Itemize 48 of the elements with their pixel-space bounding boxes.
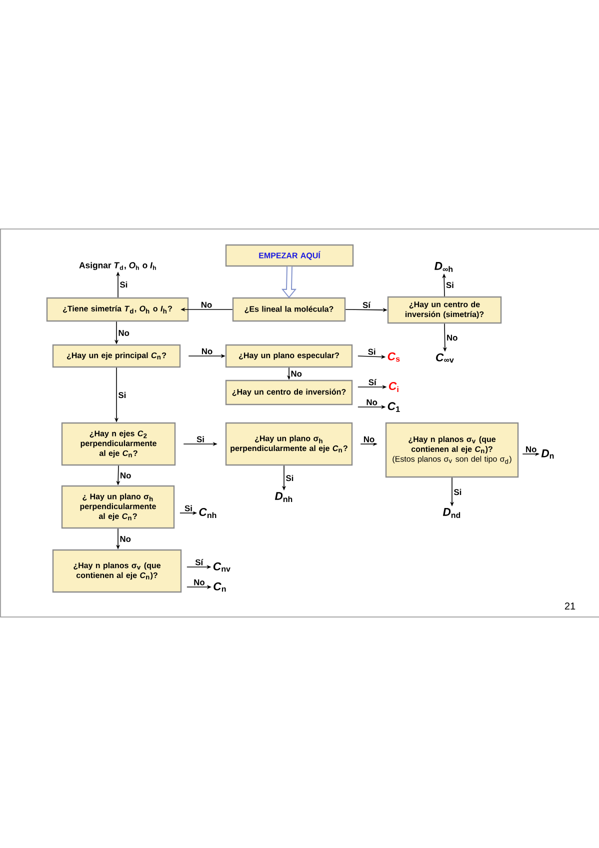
decision-box: ¿Hay un centro de inversión (simetría)?: [387, 296, 502, 324]
edge-label: No: [526, 446, 536, 452]
decision-box: ¿Hay n planos σ$_{v}$ (que contienen al eje C$_{n}$)?: [52, 549, 182, 593]
decision-box: ¿Hay n ejes C$_{2}$ perpendicularmente al eje C$_{n}$?: [61, 422, 176, 466]
point-group-label: C$_{s}$: [388, 352, 400, 362]
edge-label: No: [202, 348, 212, 354]
edge-label: Si: [184, 505, 192, 512]
edge-label: No: [364, 436, 374, 442]
edge-label: Si: [446, 282, 454, 288]
edge-label: Si: [368, 348, 376, 355]
edge-label: Si: [286, 474, 294, 482]
edge-label: Sí: [368, 379, 377, 386]
point-group-label: C$_{nh}$: [199, 508, 216, 518]
decision-box: ¿Hay un plano σ$_{h}$ perpendicularmente al eje C$_{n}$?: [225, 422, 353, 466]
point-group-label: C$_{i}$: [388, 382, 398, 392]
arrow: [282, 266, 296, 298]
start-box: EMPEZAR AQUÍ: [225, 244, 354, 267]
point-group-label: D$_{nd}$: [442, 508, 460, 518]
point-group-label: C$_{nv}$: [213, 562, 230, 572]
edge-label: No: [366, 399, 378, 406]
decision-box: ¿Hay un eje principal C$_{n}$?: [52, 344, 181, 368]
decision-box: ¿Hay un centro de inversión?: [225, 380, 353, 406]
edge-label: Sí: [195, 559, 204, 566]
edge-label: Si: [118, 392, 126, 398]
instruction-text: Asignar T$_{d}$, O$_{h}$ o I$_{h}$: [79, 262, 156, 270]
edge-label: Si: [120, 281, 128, 288]
decision-box: ¿ Hay un plano σ$_{h}$ perpendicularmente al eje C$_{n}$?: [61, 485, 175, 529]
edge-label: No: [120, 472, 131, 478]
decision-box: ¿Hay n planos σ$_{v}$ (que contienen al eje C$_{n}$)? (Estos planos σ$_{v}$ son del tipo σ$_{d}$): [385, 422, 519, 478]
decision-box: ¿Tiene simetría T$_{d}$, O$_{h}$ o I$_{h}$?: [46, 297, 189, 322]
edge-label: No: [194, 579, 204, 586]
edge-label: No: [118, 330, 130, 336]
edge-label: No: [201, 302, 212, 308]
decision-box: ¿Hay un plano especular?: [225, 344, 353, 368]
page-number: 21: [564, 602, 576, 610]
edge-label: Si: [196, 436, 204, 442]
edge-label: No: [291, 370, 302, 377]
edge-label: Si: [454, 488, 462, 496]
edge-label: No: [447, 334, 458, 341]
point-group-label: C$_{∞v}$: [436, 353, 454, 363]
point-group-label: D$_{nh}$: [274, 492, 292, 502]
edge-label: Sí: [362, 302, 371, 308]
edge-label: No: [120, 536, 131, 542]
point-group-label: D$_{∞h}$: [434, 262, 453, 272]
point-group-label: C$_{n}$: [214, 582, 226, 592]
point-group-label: C$_{1}$: [388, 402, 400, 412]
point-group-label: D$_{n}$: [541, 449, 554, 459]
decision-box: ¿Es lineal la molécula?: [232, 297, 346, 322]
